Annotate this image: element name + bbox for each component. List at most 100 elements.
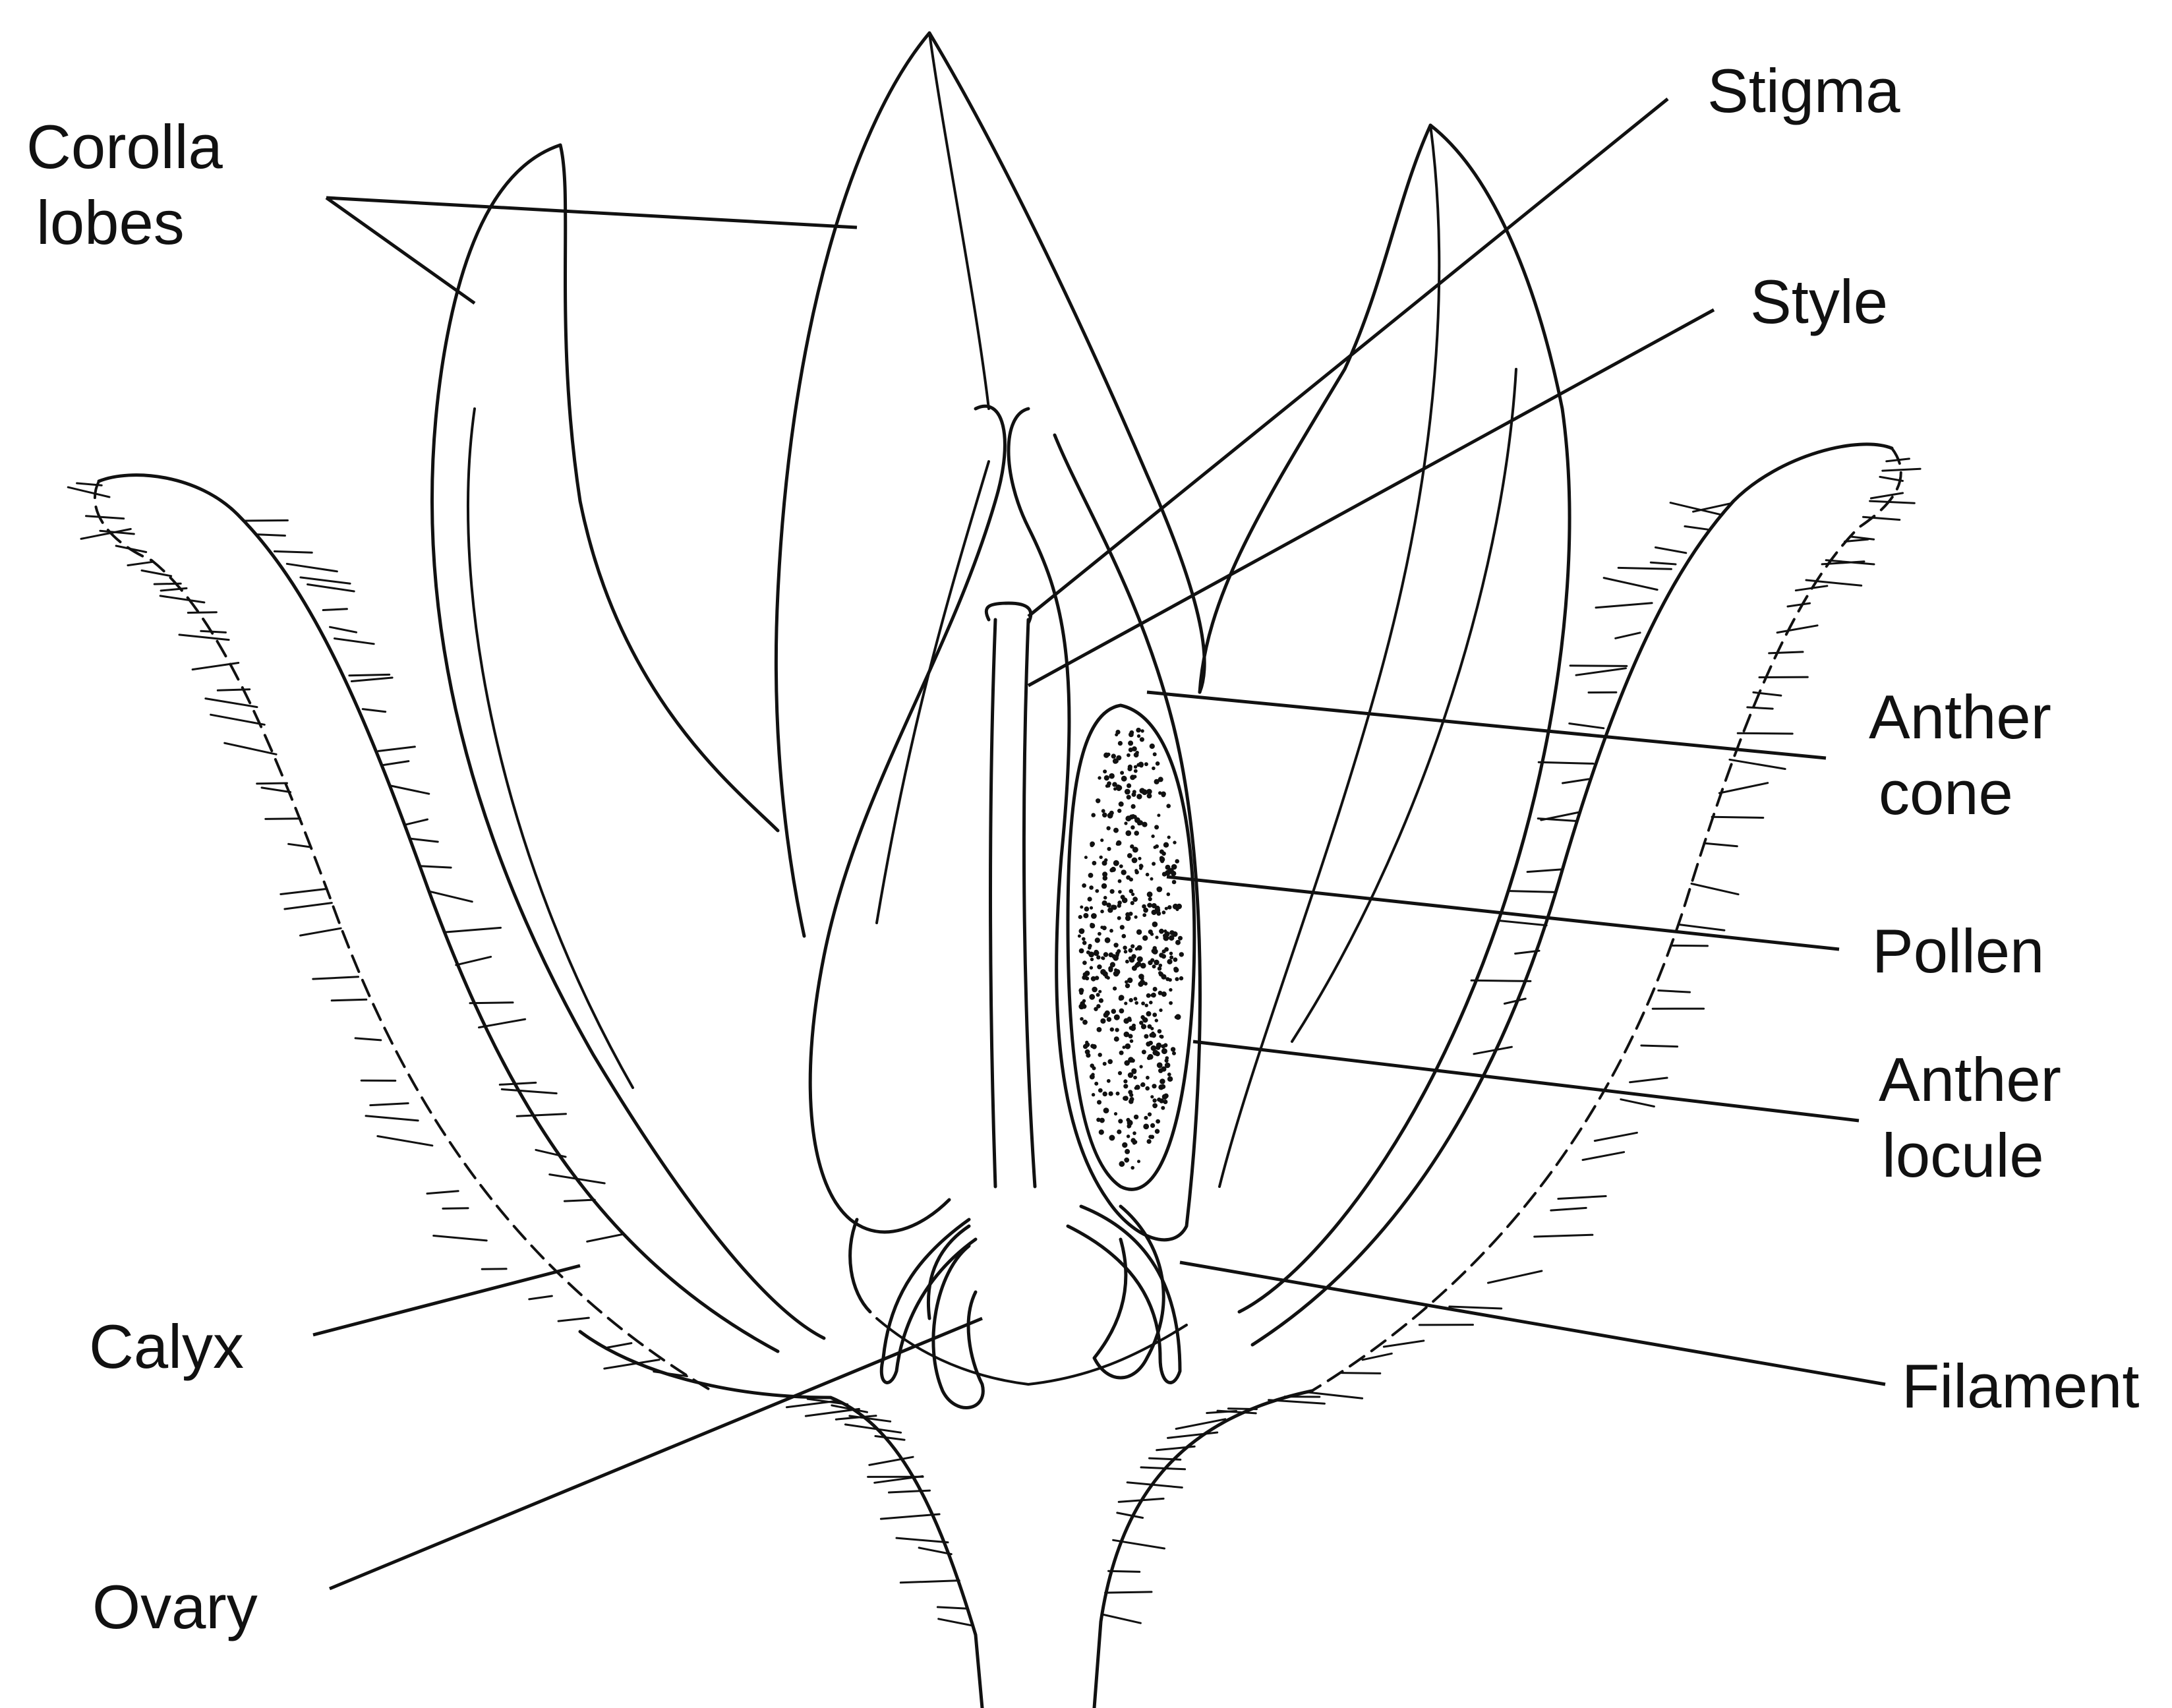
pollen-grain [1103, 1107, 1109, 1113]
pollen-grain [1118, 1071, 1122, 1075]
pollen-grain [1100, 969, 1106, 975]
pollen-grain [1094, 1082, 1098, 1086]
pollen-grain [1113, 943, 1118, 947]
pollen-grain [1155, 1018, 1158, 1022]
pollen-grain [1175, 1015, 1179, 1019]
pollen-grain [1103, 1062, 1107, 1066]
calyx-hair [1269, 1400, 1325, 1404]
pollen-grain [1125, 1149, 1130, 1154]
pollen-grain [1090, 906, 1093, 910]
pollen-grain [1114, 1015, 1120, 1020]
pollen-grain [1082, 960, 1087, 965]
calyx-hair [587, 1235, 622, 1242]
pollen-grain [1155, 1051, 1160, 1057]
pollen-grain [1176, 908, 1179, 911]
pollen-grain [1096, 1118, 1100, 1122]
pollen-grain [1082, 937, 1086, 941]
calyx-hair [1788, 603, 1810, 606]
pollen-grain [1148, 929, 1153, 934]
pollen-grain [1152, 922, 1158, 928]
calyx-hair [889, 1490, 930, 1492]
pollen-grain [1142, 1018, 1146, 1021]
calyx-hair [128, 562, 154, 565]
pollen-grain [1097, 1100, 1101, 1105]
pollen-grain [1140, 1083, 1144, 1086]
pollen-grain [1106, 826, 1110, 830]
pollen-grain [1131, 954, 1136, 958]
calyx-hair [289, 844, 311, 847]
pollen-grain [1123, 1084, 1128, 1088]
pollen-grain [1152, 964, 1156, 968]
pollen-grain [1130, 1040, 1134, 1044]
calyx-hair [1450, 1307, 1502, 1309]
label-anther-locule-2: locule [1882, 1121, 2044, 1190]
pollen-grain [1150, 744, 1155, 749]
pollen-grain [1101, 957, 1104, 960]
pollen-grain [1135, 870, 1139, 874]
pollen-grain [1156, 761, 1160, 766]
pollen-grain [1129, 948, 1133, 953]
calyx-hair [1641, 1045, 1678, 1047]
pollen-grain [1119, 802, 1124, 807]
pollen-grain [1146, 1076, 1150, 1080]
pollen-grain [1113, 758, 1118, 763]
pollen-grain [1143, 908, 1148, 913]
pollen-grain [1118, 879, 1122, 883]
pollen-grain [1157, 1063, 1163, 1069]
calyx-hair [427, 1191, 458, 1194]
calyx-hair [434, 1236, 487, 1241]
pollen-grain [1146, 1042, 1151, 1047]
calyx-hair [1704, 843, 1737, 846]
calyx-hair [142, 570, 171, 575]
anther-locule [1068, 705, 1194, 1189]
pollen-grain [1082, 941, 1087, 945]
label-style: Style [1750, 267, 1888, 336]
pollen-grain [1147, 891, 1153, 897]
calyx-hair [257, 783, 287, 784]
pollen-grain [1129, 877, 1133, 881]
pollen-grain [1122, 897, 1128, 903]
pollen-grain [1095, 937, 1100, 943]
pollen-grain [1164, 931, 1169, 937]
pollen-grain [1110, 1028, 1114, 1032]
pollen-grain [1155, 906, 1160, 911]
calyx-hair [502, 1089, 556, 1093]
label-corolla-lobes-1: Corolla [26, 112, 223, 181]
pollen-grain [1166, 804, 1171, 808]
pollen-grain [1161, 792, 1166, 797]
pollen-grain [1121, 776, 1127, 782]
pollen-grain [1095, 889, 1099, 893]
calyx-hair [366, 1116, 418, 1121]
pollen-grain [1118, 1119, 1123, 1123]
calyx-hair [1558, 1196, 1606, 1199]
pollen-grain [1155, 1129, 1159, 1134]
pollen-grain [1092, 861, 1097, 866]
pollen-grain [1134, 916, 1138, 919]
pollen-grain [1169, 988, 1172, 991]
pollen-grain [1116, 840, 1121, 846]
pollen-grain [1118, 741, 1123, 746]
calyx-hair [1510, 891, 1556, 893]
pollen-grain [1116, 1092, 1120, 1096]
pollen-grain [1116, 784, 1121, 789]
pollen-grain [1175, 977, 1179, 981]
pollen-grain [1137, 957, 1143, 962]
pollen-grain [1100, 1018, 1105, 1024]
filament-right [1068, 1206, 1180, 1382]
calyx-hair [1691, 884, 1738, 895]
pollen-grain [1137, 1160, 1140, 1163]
pollen-grain [1103, 952, 1109, 957]
calyx-hair [1157, 1446, 1195, 1450]
pollen-grain [1125, 912, 1130, 917]
calyx-hair [1595, 1133, 1637, 1140]
calyx-hair [456, 957, 491, 965]
pollen-grain [1136, 929, 1142, 935]
pollen-grain [1159, 850, 1164, 854]
pollen-grain [1119, 1009, 1125, 1014]
pollen-grain [1109, 1135, 1115, 1141]
pollen-grain [1096, 993, 1100, 997]
calyx-hair [479, 1019, 525, 1028]
pollen-grain [1163, 842, 1169, 848]
calyx-hair [1621, 1100, 1655, 1107]
pollen-grain [1096, 798, 1100, 803]
